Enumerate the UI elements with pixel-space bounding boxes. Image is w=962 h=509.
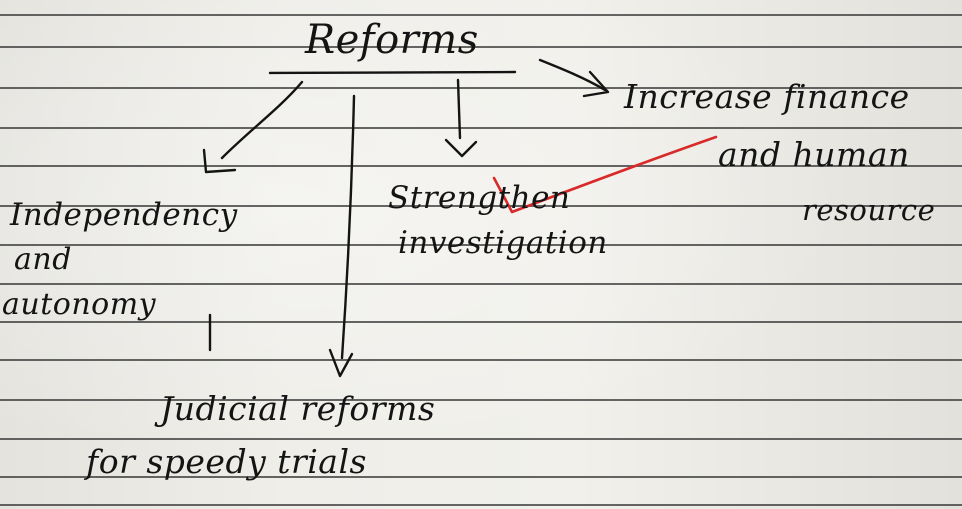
ruled-line [0, 321, 962, 323]
branch-finance-line-3: resource [802, 193, 936, 227]
ruled-line [0, 399, 962, 401]
ruled-line [0, 504, 962, 506]
arrow-to-strengthen [456, 78, 462, 140]
ruled-line [0, 205, 962, 207]
arrow-to-judicial [340, 94, 356, 360]
red-check-mark-icon [492, 135, 718, 214]
ruled-line [0, 283, 962, 285]
map-title: Reforms [305, 17, 479, 63]
ruled-line [0, 14, 962, 16]
ruled-line [0, 46, 962, 48]
branch-judicial-line-1: Judicial reforms [160, 389, 436, 428]
ruled-line [0, 476, 962, 478]
arrow-to-independency [220, 80, 304, 160]
ruled-line [0, 127, 962, 129]
branch-strengthen-line-2: investigation [398, 225, 608, 261]
ruled-line [0, 165, 962, 167]
ruled-line [0, 87, 962, 89]
title-underline [268, 70, 517, 75]
ruled-line [0, 438, 962, 440]
ruled-line [0, 359, 962, 361]
branch-independency-line-2: and [14, 242, 72, 277]
ruled-line [0, 244, 962, 246]
branch-finance-line-1: Increase finance [624, 77, 910, 116]
arrowhead-independency [202, 148, 237, 174]
branch-judicial-line-2: for speedy trials [86, 442, 367, 481]
branch-finance-line-2: and human [718, 135, 910, 174]
arrow-to-increase-finance [538, 58, 607, 92]
branch-independency-line-1: Independency [10, 197, 238, 233]
arrowhead-strengthen [444, 138, 478, 158]
arrowhead-increase-finance [582, 70, 610, 98]
branch-strengthen-line-1: Strengthen [388, 180, 571, 216]
branch-independency-line-3: autonomy [2, 287, 157, 322]
arrowhead-judicial [328, 348, 354, 378]
